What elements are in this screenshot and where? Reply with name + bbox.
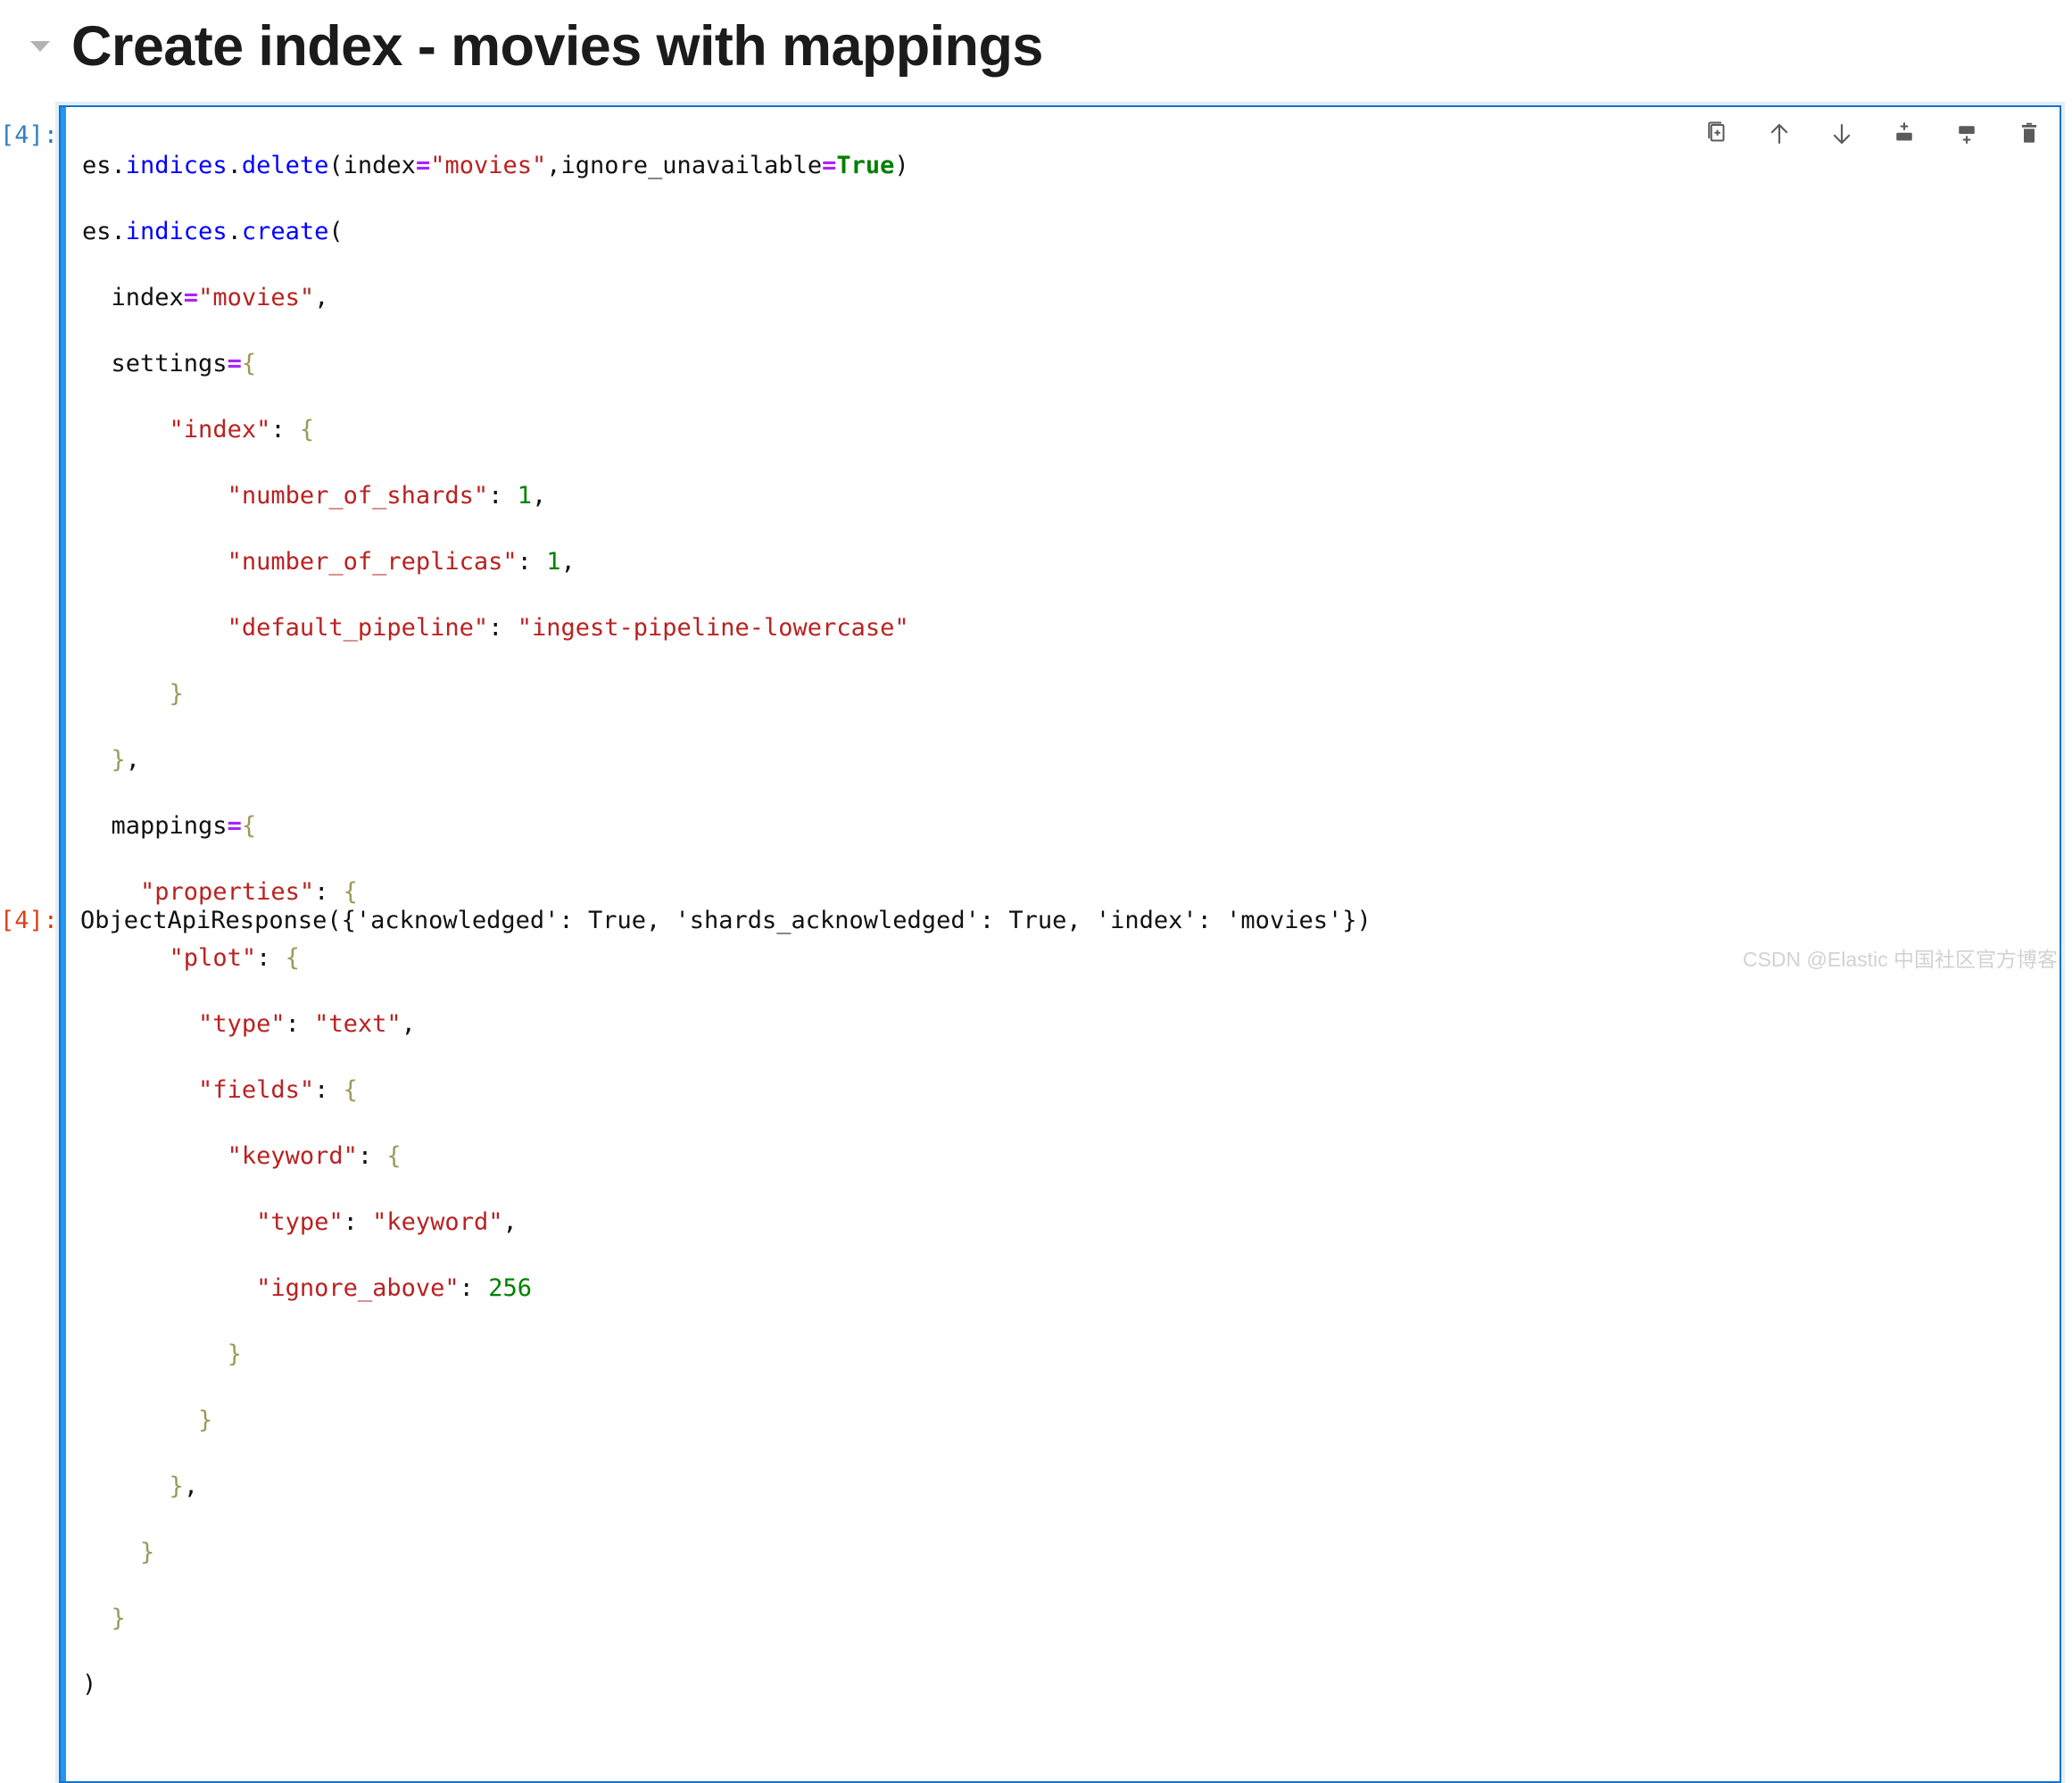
code-line: mappings={ bbox=[111, 812, 257, 840]
code-line: "type": "text", bbox=[198, 1010, 416, 1038]
code-line: } bbox=[169, 680, 184, 708]
move-cell-up-icon[interactable] bbox=[1761, 116, 1797, 152]
insert-cell-below-icon[interactable] bbox=[1949, 116, 1985, 152]
output-text: ObjectApiResponse({'acknowledged': True,… bbox=[80, 907, 1372, 934]
code-line: } bbox=[140, 1538, 155, 1566]
code-line: "type": "keyword", bbox=[256, 1208, 518, 1236]
code-line: } bbox=[111, 1605, 126, 1632]
code-line: "number_of_replicas": 1, bbox=[227, 548, 576, 576]
move-cell-down-icon[interactable] bbox=[1824, 116, 1860, 152]
duplicate-cell-icon[interactable] bbox=[1699, 116, 1735, 152]
insert-cell-above-icon[interactable] bbox=[1886, 116, 1922, 152]
code-line: } bbox=[198, 1406, 213, 1434]
code-line: }, bbox=[169, 1472, 199, 1500]
heading-collapse-toggle[interactable] bbox=[20, 41, 61, 52]
code-line: "fields": { bbox=[198, 1076, 358, 1104]
output-prompt: [4]: bbox=[0, 907, 59, 934]
markdown-heading-row: Create index - movies with mappings bbox=[0, 0, 2072, 93]
watermark: CSDN @Elastic 中国社区官方博客 bbox=[1742, 948, 2058, 971]
cell-active-accent-bar bbox=[61, 107, 66, 1781]
cell-toolbar[interactable] bbox=[1699, 116, 2047, 152]
delete-cell-icon[interactable] bbox=[2011, 116, 2047, 152]
cell-output-area: [4]: ObjectApiResponse({'acknowledged': … bbox=[0, 903, 2072, 939]
code-line: ) bbox=[82, 1671, 97, 1698]
code-line: es.indices.create( bbox=[82, 218, 344, 245]
code-line: "properties": { bbox=[140, 878, 358, 906]
code-line: "keyword": { bbox=[227, 1142, 402, 1170]
code-line: "default_pipeline": "ingest-pipeline-low… bbox=[227, 614, 909, 642]
code-line: "plot": { bbox=[169, 944, 300, 972]
code-line: settings={ bbox=[111, 350, 257, 377]
code-line: "ignore_above": 256 bbox=[256, 1274, 532, 1302]
code-line: "index": { bbox=[169, 416, 315, 444]
page-title: Create index - movies with mappings bbox=[71, 14, 1043, 78]
code-line: } bbox=[227, 1340, 242, 1368]
chevron-down-icon bbox=[30, 41, 50, 52]
code-line: index="movies", bbox=[111, 284, 329, 311]
code-line: es.indices.delete(index="movies",ignore_… bbox=[82, 152, 909, 179]
input-prompt: [4]: bbox=[0, 121, 59, 149]
code-line: "number_of_shards": 1, bbox=[227, 482, 547, 510]
code-line: }, bbox=[111, 746, 141, 774]
